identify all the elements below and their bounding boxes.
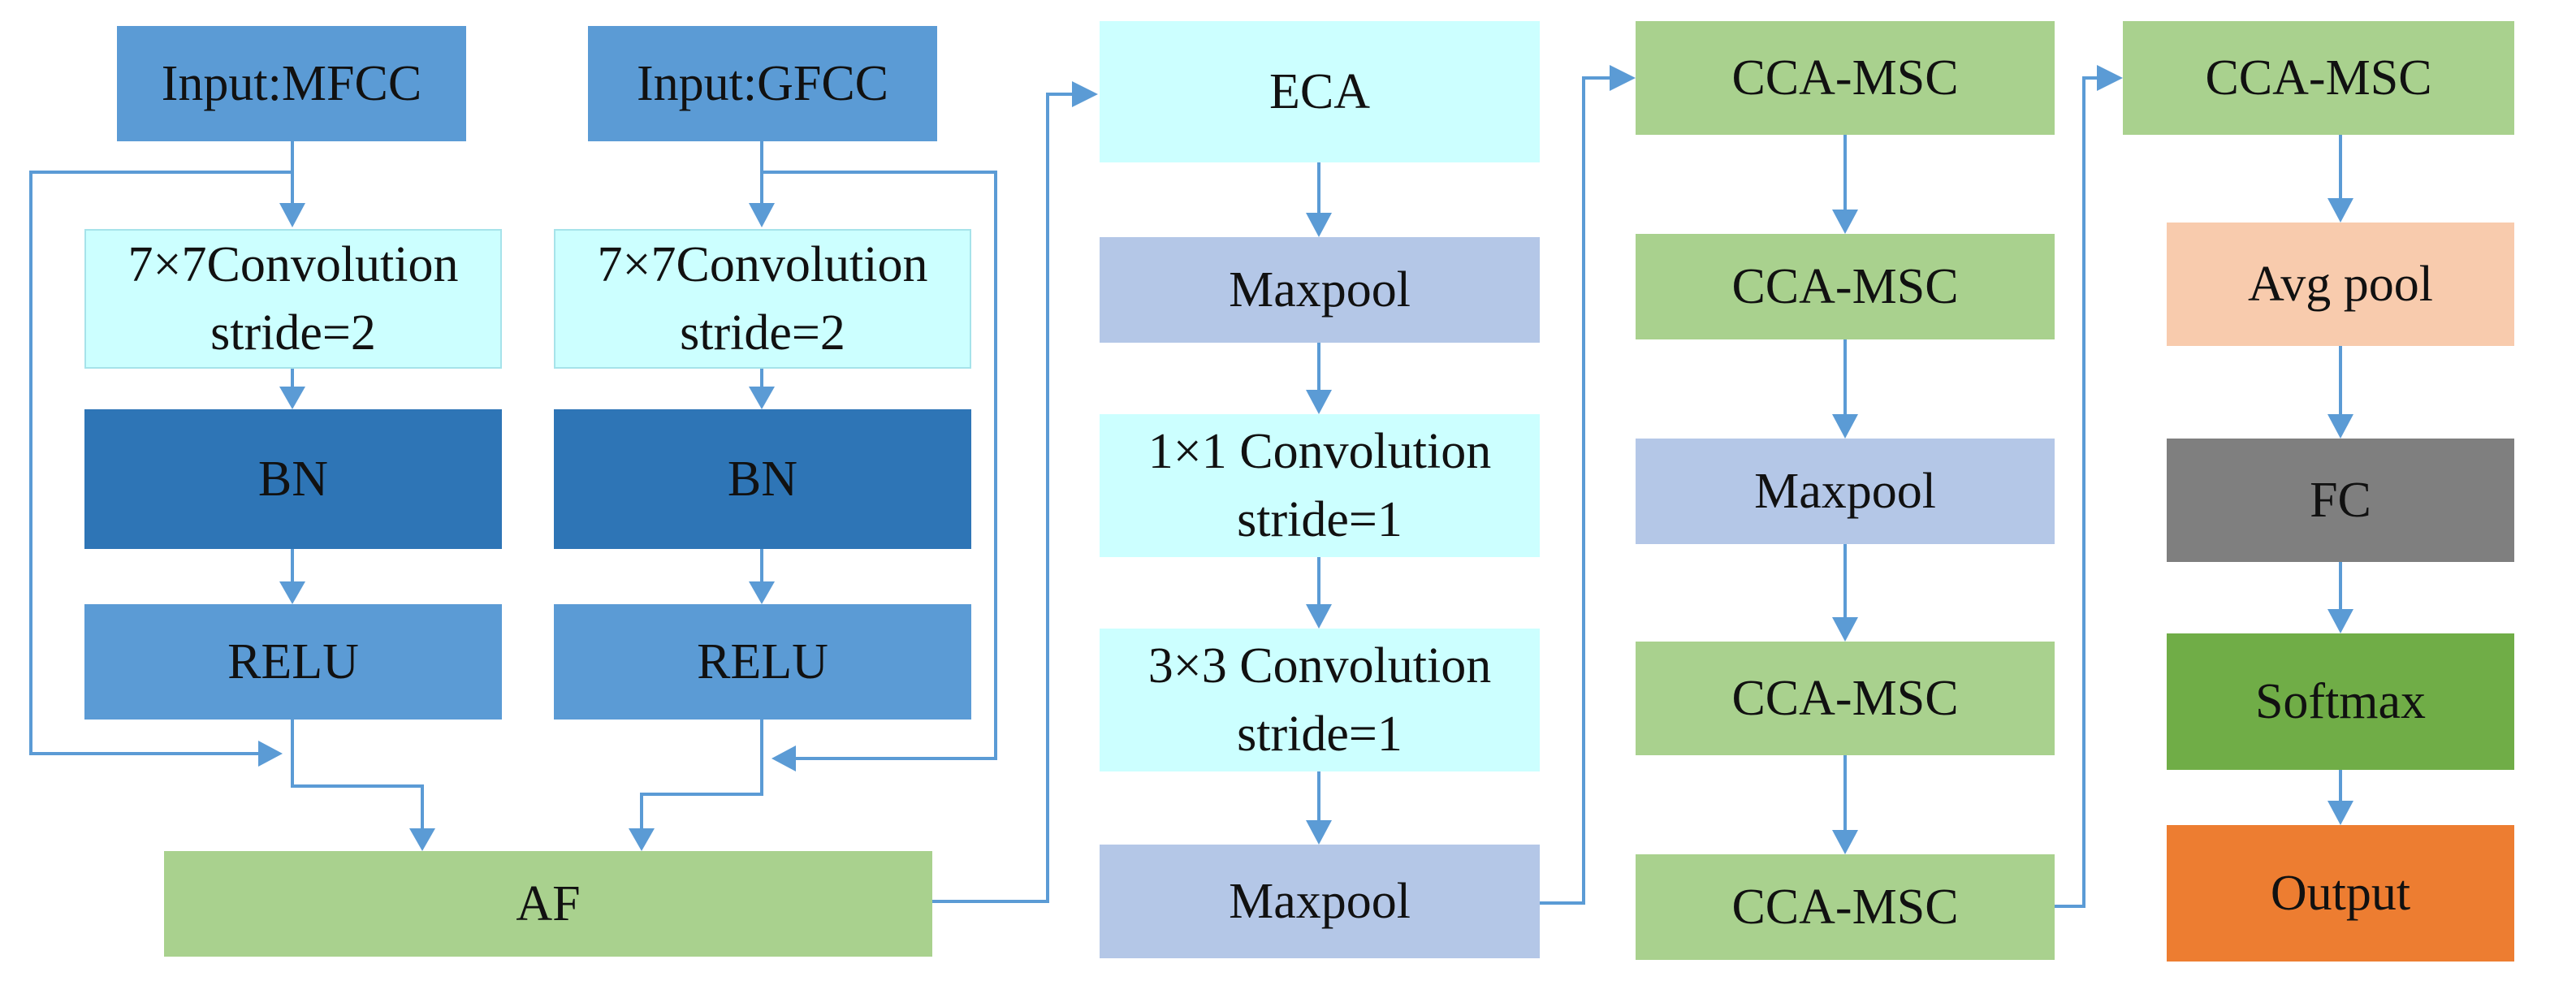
gfcc-skip-connection-line [762,171,997,760]
af-label: AF [516,876,581,931]
maxpool-to-conv1x1-arrowhead [1306,390,1332,414]
maxpool-3-box: Maxpool [1636,439,2055,544]
gfcc-conv7x7-line1: 7×7Convolution [597,237,928,292]
avg-pool-label: Avg pool [2248,257,2433,312]
cca4-to-cca5-arrowhead [2097,65,2123,91]
af-box: AF [164,851,932,957]
mfcc-conv7x7-line2: stride=2 [210,305,376,361]
softmax-box: Softmax [2167,633,2514,770]
maxpool-1-box: Maxpool [1100,237,1540,343]
mfcc-skip-connection-line [29,171,292,755]
mfcc-bn-box: BN [84,409,502,549]
maxpool-to-cca-msc-arrowhead [1610,65,1636,91]
mfcc-conv7x7-line1: 7×7Convolution [128,237,459,292]
maxpool-2-label: Maxpool [1229,874,1411,929]
cca5-to-avgpool-arrowhead [2327,198,2353,223]
maxpool-1-label: Maxpool [1229,262,1411,318]
cca-msc-1-label: CCA-MSC [1731,50,1959,106]
eca-box: ECA [1100,21,1540,162]
fc-label: FC [2310,473,2371,528]
mfcc-relu-label: RELU [227,634,359,689]
conv1x1-line2: stride=1 [1237,492,1403,547]
conv3x3-to-maxpool-arrowhead [1306,820,1332,845]
mfcc-relu-box: RELU [84,604,502,720]
gfcc-bn-label: BN [727,452,798,507]
cca-msc-3-box: CCA-MSC [1636,642,2055,755]
conv3x3-line2: stride=1 [1237,707,1403,762]
conv1x1-box: 1×1 Convolution stride=1 [1100,414,1540,557]
cca2-to-maxpool-arrowhead [1832,414,1858,439]
mfcc-relu-to-af-arrowhead [409,828,435,851]
mfcc-skip-connection-arrowhead [258,741,283,767]
gfcc-input-to-conv-arrowhead [749,203,775,227]
mfcc-conv7x7-box: 7×7Convolution stride=2 [84,229,502,369]
cca4-to-cca5-line [2055,76,2098,908]
mfcc-input-to-conv-arrowhead [279,203,305,227]
maxpool-3-label: Maxpool [1754,464,1936,519]
cca-msc-2-label: CCA-MSC [1731,259,1959,314]
conv3x3-line1: 3×3 Convolution [1148,638,1492,694]
gfcc-relu-label: RELU [697,634,828,689]
mfcc-bn-label: BN [257,452,329,507]
af-to-eca-arrowhead [1072,81,1098,107]
gfcc-bn-box: BN [554,409,971,549]
cca-msc-4-label: CCA-MSC [1731,879,1959,935]
input-mfcc-label: Input:MFCC [161,56,422,111]
softmax-to-output-arrowhead [2327,801,2353,825]
input-gfcc-label: Input:GFCC [636,56,889,111]
cca-msc-2-box: CCA-MSC [1636,234,2055,339]
gfcc-conv7x7-box: 7×7Convolution stride=2 [554,229,971,369]
output-box: Output [2167,825,2514,962]
gfcc-conv7x7-line2: stride=2 [680,305,845,361]
mfcc-bn-to-relu-arrowhead [279,581,305,604]
softmax-label: Softmax [2254,674,2427,729]
avg-pool-box: Avg pool [2167,223,2514,346]
gfcc-relu-to-af-line [640,720,763,830]
input-gfcc-box: Input:GFCC [588,26,937,141]
eca-label: ECA [1269,64,1370,119]
cca1-to-cca2-arrowhead [1832,210,1858,234]
cca-msc-4-box: CCA-MSC [1636,854,2055,960]
conv1x1-to-conv3x3-arrowhead [1306,604,1332,629]
cca-msc-3-label: CCA-MSC [1731,671,1959,726]
maxpool-2-box: Maxpool [1100,845,1540,958]
gfcc-bn-to-relu-arrowhead [749,581,775,604]
fc-to-softmax-arrowhead [2327,609,2353,633]
mfcc-relu-to-af-line [291,720,424,830]
conv3x3-box: 3×3 Convolution stride=1 [1100,629,1540,771]
maxpool-to-cca3-arrowhead [1832,617,1858,642]
gfcc-skip-connection-arrowhead [772,745,796,771]
gfcc-relu-box: RELU [554,604,971,720]
cca3-to-cca4-arrowhead [1832,830,1858,854]
conv1x1-line1: 1×1 Convolution [1148,424,1492,479]
cca-msc-5-label: CCA-MSC [2205,50,2432,106]
input-mfcc-box: Input:MFCC [117,26,466,141]
af-to-eca-line [932,93,1074,903]
avgpool-to-fc-arrowhead [2327,414,2353,439]
gfcc-conv-to-bn-arrowhead [749,387,775,409]
mfcc-conv-to-bn-arrowhead [279,387,305,409]
cca-msc-1-box: CCA-MSC [1636,21,2055,135]
cca-msc-5-box: CCA-MSC [2123,21,2514,135]
maxpool-to-cca-msc-line [1540,76,1611,905]
fc-box: FC [2167,439,2514,562]
gfcc-relu-to-af-arrowhead [629,828,655,851]
eca-to-maxpool-arrowhead [1306,213,1332,237]
output-label: Output [2270,866,2411,921]
